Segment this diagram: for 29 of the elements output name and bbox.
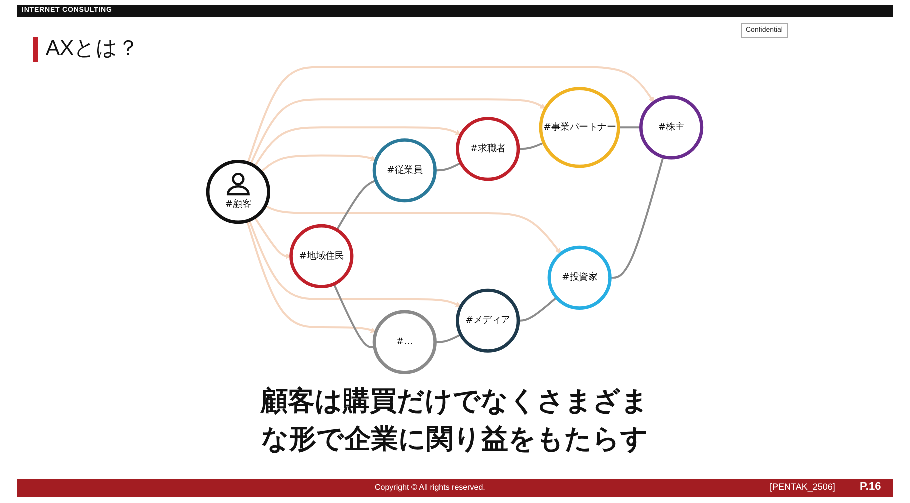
copyright-text: Copyright © All rights reserved. (375, 482, 486, 494)
circle-node: #メディア (456, 288, 520, 353)
caption-text: 顧客は購買だけでなくさまざまな形で企業に関り益をもたらす (260, 385, 650, 456)
arrow (254, 217, 292, 260)
connector-line (336, 180, 377, 231)
arrow (260, 154, 377, 173)
circle-node: #投資家 (548, 246, 612, 310)
connector-line (610, 156, 664, 279)
connector-line (518, 142, 544, 150)
connector-line (518, 296, 558, 322)
circle-node: #株主 (640, 96, 704, 160)
arrow (250, 98, 546, 165)
arrow (254, 126, 462, 168)
connector-line (435, 334, 462, 344)
connector-line (435, 162, 462, 172)
arrow (247, 66, 655, 164)
circle-node: #従業員 (372, 138, 437, 203)
circle-node: #地域住民 (290, 224, 354, 288)
circle-node: #顧客 (206, 160, 270, 224)
circle-node: #求職者 (456, 117, 520, 182)
page-number: P.16 (860, 480, 882, 495)
circle-node: #事業パートナー (539, 87, 620, 168)
slide-title: AXとは？ (46, 36, 140, 62)
connector-line (333, 284, 376, 348)
arrow (248, 220, 462, 308)
arrow (265, 205, 562, 254)
circle-node: #… (372, 310, 437, 374)
document-code: [PENTAK_2506] (770, 481, 836, 494)
arrow (246, 220, 377, 334)
